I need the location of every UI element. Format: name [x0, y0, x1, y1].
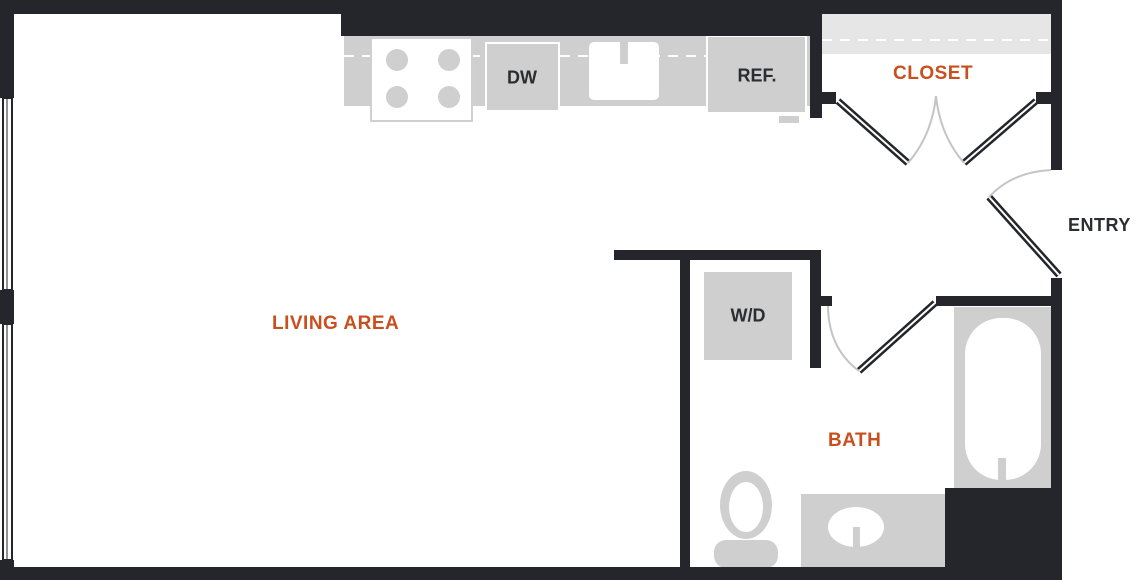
- bath-label: BATH: [828, 430, 882, 451]
- bath-door: [827, 300, 938, 374]
- entry-label: ENTRY: [1068, 215, 1131, 235]
- dishwasher-label: DW: [507, 67, 537, 88]
- closet-label: CLOSET: [893, 63, 974, 84]
- refrigerator: [706, 35, 807, 123]
- living-area-label: LIVING AREA: [272, 313, 400, 334]
- closet-doors: [835, 95, 1039, 166]
- washer-dryer: [704, 272, 792, 360]
- washer-dryer-label: W/D: [730, 305, 766, 326]
- bath-vanity: [801, 494, 945, 568]
- toilet: [714, 471, 778, 568]
- left-windows: [2, 97, 13, 561]
- closet-shelf: [822, 14, 1051, 54]
- bathtub: [954, 307, 1051, 488]
- entry-door: [986, 169, 1062, 278]
- walls: [0, 0, 1062, 580]
- refrigerator-label: REF.: [737, 65, 777, 86]
- cooktop: [370, 37, 473, 122]
- dishwasher: [485, 42, 560, 112]
- kitchen-sink: [589, 42, 659, 100]
